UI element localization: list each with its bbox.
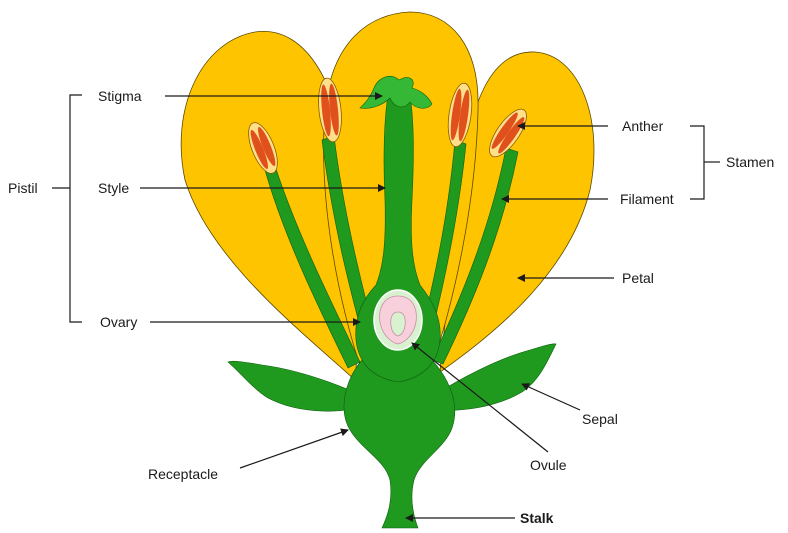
label-anther: Anther	[622, 118, 664, 134]
label-stalk: Stalk	[520, 510, 554, 526]
receptacle	[344, 360, 455, 528]
label-receptacle: Receptacle	[148, 466, 218, 482]
label-style: Style	[98, 180, 129, 196]
label-sepal: Sepal	[582, 411, 618, 427]
label-petal: Petal	[622, 270, 654, 286]
pointer-sepal	[522, 384, 580, 410]
label-filament: Filament	[620, 191, 674, 207]
pointer-receptacle	[240, 430, 348, 468]
stamen-bracket	[690, 126, 720, 199]
label-stigma: Stigma	[98, 88, 142, 104]
label-ovary: Ovary	[100, 314, 137, 330]
label-pistil: Pistil	[8, 180, 38, 196]
label-ovule: Ovule	[530, 457, 567, 473]
label-stamen: Stamen	[726, 154, 774, 170]
pistil-bracket	[52, 95, 82, 322]
